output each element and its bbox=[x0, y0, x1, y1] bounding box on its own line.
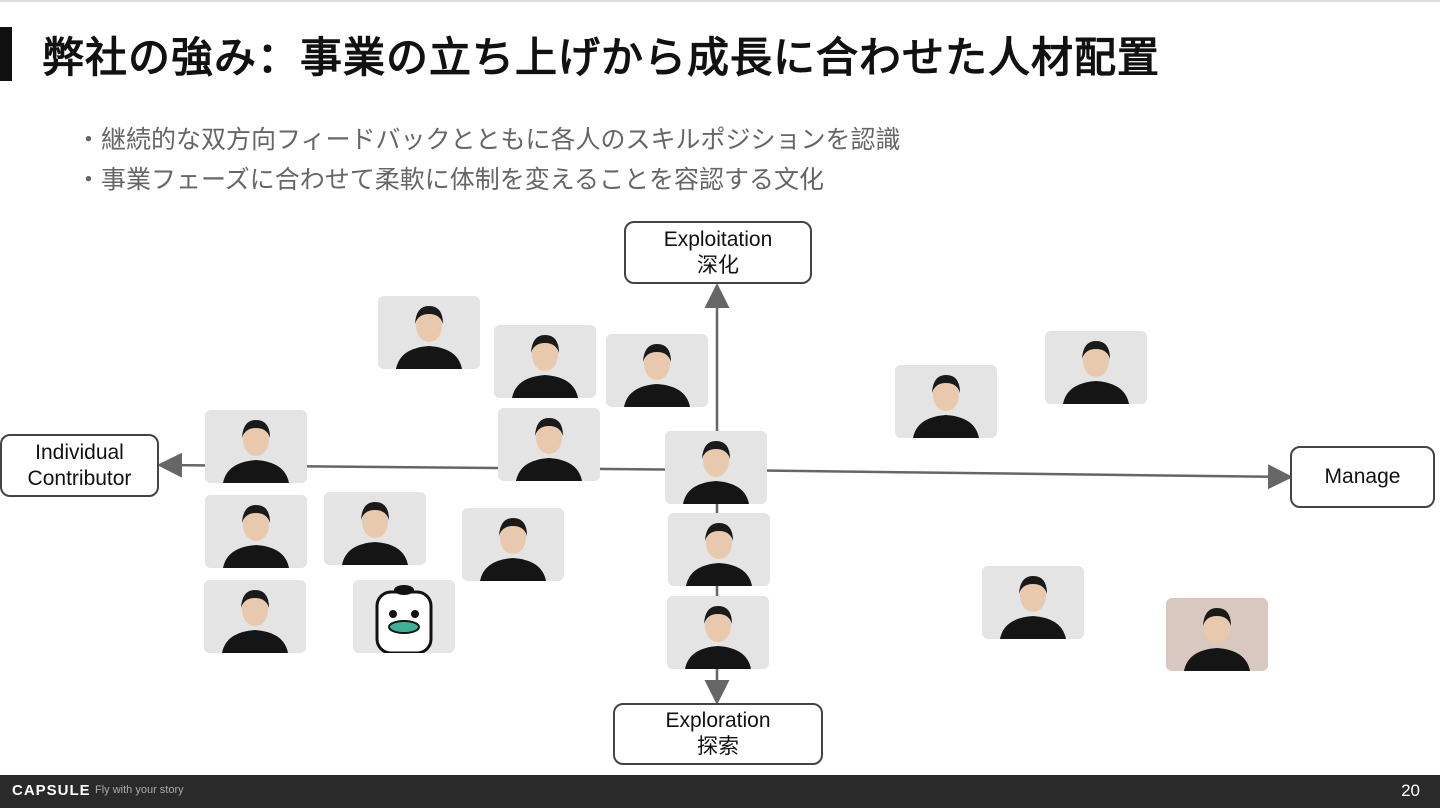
person-photo-icon bbox=[982, 566, 1084, 639]
label-line: 探索 bbox=[697, 735, 739, 758]
person-photo-icon bbox=[494, 325, 596, 398]
team-member-photo bbox=[895, 365, 997, 438]
person-photo-icon bbox=[1166, 598, 1268, 671]
person-photo-icon bbox=[1045, 331, 1147, 404]
label-line: Contributor bbox=[27, 466, 132, 490]
person-photo-icon bbox=[668, 513, 770, 586]
person-photo-icon bbox=[378, 296, 480, 369]
team-member-photo bbox=[494, 325, 596, 398]
axis-label-individual-contributor: Individual Contributor bbox=[0, 434, 159, 497]
person-photo-icon bbox=[324, 492, 426, 565]
person-photo-icon bbox=[462, 508, 564, 581]
team-member-photo bbox=[205, 495, 307, 568]
team-member-photo bbox=[982, 566, 1084, 639]
label-line: Exploration bbox=[665, 709, 771, 732]
footer: CAPSULE Fly with your story 20 bbox=[0, 775, 1440, 808]
person-photo-icon bbox=[665, 431, 767, 504]
tagline: Fly with your story bbox=[95, 784, 184, 796]
person-photo-icon bbox=[667, 596, 769, 669]
capsule-logo: CAPSULE bbox=[12, 782, 91, 799]
person-photo-icon bbox=[205, 495, 307, 568]
title-accent-bar bbox=[0, 27, 12, 81]
team-member-photo bbox=[1166, 598, 1268, 671]
team-member-photo bbox=[665, 431, 767, 504]
person-photo-icon bbox=[895, 365, 997, 438]
label-line: Exploitation bbox=[663, 227, 773, 251]
person-photo-icon bbox=[205, 410, 307, 483]
person-photo-icon bbox=[606, 334, 708, 407]
bullet-item: ・事業フェーズに合わせて柔軟に体制を変えることを容認する文化 bbox=[76, 165, 825, 194]
team-member-photo bbox=[204, 580, 306, 653]
team-member-photo bbox=[462, 508, 564, 581]
team-member-photo bbox=[1045, 331, 1147, 404]
axis-label-manage: Manage bbox=[1290, 446, 1435, 508]
label-line: 深化 bbox=[697, 253, 739, 277]
label-line: Individual bbox=[35, 440, 124, 464]
team-member-photo bbox=[667, 596, 769, 669]
person-photo-icon bbox=[204, 580, 306, 653]
team-member-photo bbox=[606, 334, 708, 407]
team-member-photo bbox=[498, 408, 600, 481]
team-member-photo bbox=[378, 296, 480, 369]
top-border bbox=[0, 0, 1440, 2]
page-number: 20 bbox=[1401, 781, 1420, 800]
label-line: Manage bbox=[1324, 465, 1401, 488]
axis-label-exploration: Exploration 探索 bbox=[613, 703, 823, 765]
bullet-list: ・継続的な双方向フィードバックとともに各人のスキルポジションを認識 ・事業フェー… bbox=[76, 120, 901, 200]
axis-label-exploitation: Exploitation 深化 bbox=[624, 221, 812, 284]
team-member-photo bbox=[353, 580, 455, 653]
team-member-photo bbox=[668, 513, 770, 586]
mascot-icon bbox=[375, 585, 433, 653]
horizontal-axis-right bbox=[716, 464, 1293, 490]
team-member-photo bbox=[205, 410, 307, 483]
person-photo-icon bbox=[498, 408, 600, 481]
bullet-item: ・継続的な双方向フィードバックとともに各人のスキルポジションを認識 bbox=[76, 125, 901, 154]
slide-title: 弊社の強み：事業の立ち上げから成長に合わせた人材配置 bbox=[42, 33, 1161, 82]
team-member-photo bbox=[324, 492, 426, 565]
